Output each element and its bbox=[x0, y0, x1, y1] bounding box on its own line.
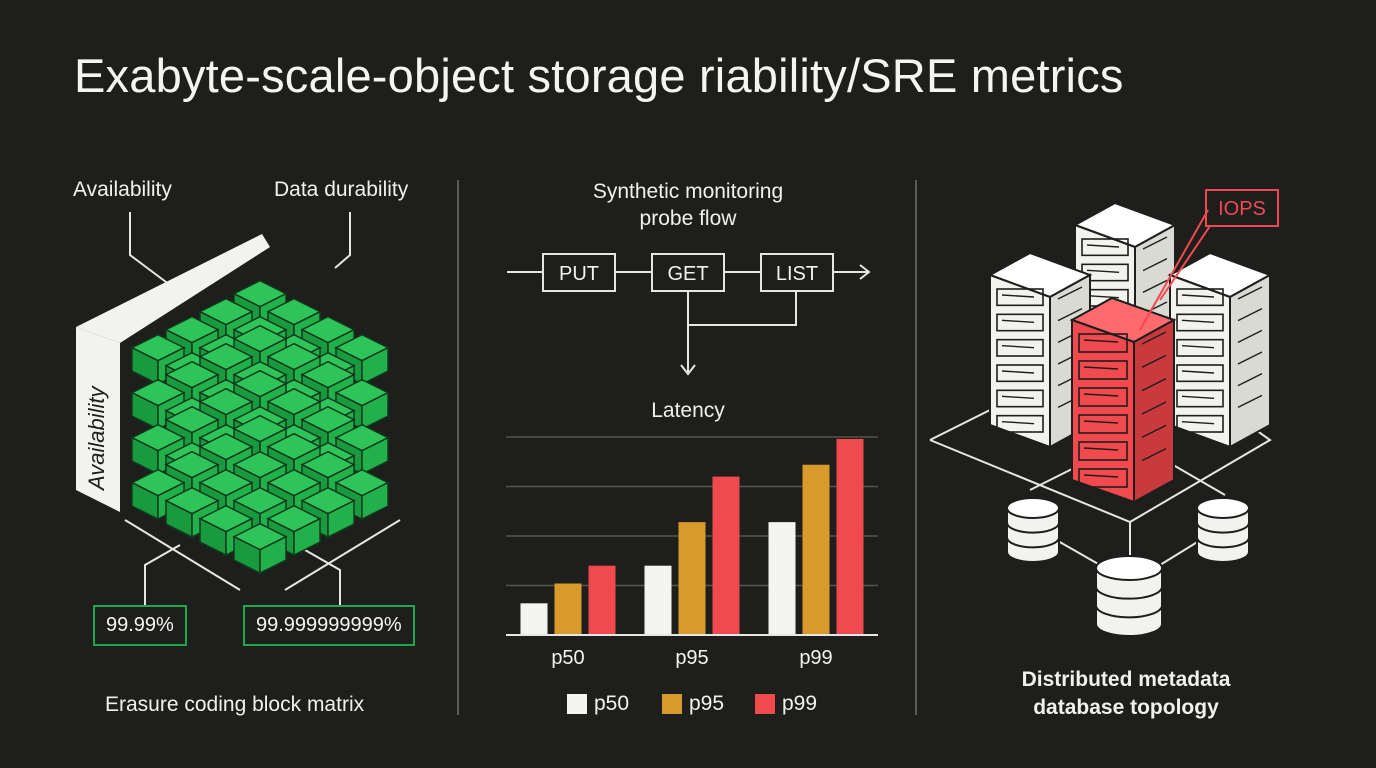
flow-step-box bbox=[651, 253, 725, 292]
bar-p95-p99 bbox=[802, 464, 830, 635]
durability-label: Data durability bbox=[274, 178, 409, 201]
availability-vertical-label: Availability bbox=[84, 384, 109, 492]
database-center bbox=[1095, 555, 1163, 637]
availability-panel-side bbox=[76, 327, 120, 512]
legend-item-p95: p95 bbox=[662, 692, 724, 716]
server-rack-right bbox=[1167, 251, 1273, 449]
erasure-block bbox=[334, 423, 390, 476]
legend-label-p99: p99 bbox=[782, 692, 818, 715]
probe-flow-title: Synthetic monitoring probe flow bbox=[548, 178, 828, 232]
server-rack-group bbox=[987, 201, 1273, 504]
flow-step-put: PUT bbox=[559, 263, 599, 285]
server-rack-left bbox=[987, 251, 1093, 449]
bar-p50-p99 bbox=[768, 522, 796, 635]
durability-badge: 99.999999999% bbox=[243, 605, 415, 646]
chart-x-tick-labels: p50 p95 p99 bbox=[551, 647, 832, 669]
badge-right-leader-line bbox=[304, 549, 341, 605]
bar-p99-p50 bbox=[588, 565, 616, 635]
base-line-left bbox=[124, 519, 241, 591]
page-title: Exabyte-scale-object storage riability/S… bbox=[74, 49, 1124, 102]
database-group bbox=[1006, 497, 1250, 637]
bar-p99-p95 bbox=[712, 476, 740, 635]
flow-step-get: GET bbox=[667, 263, 708, 285]
legend-item-p50: p50 bbox=[567, 692, 629, 716]
erasure-block-grid bbox=[130, 279, 390, 575]
availability-panel-top bbox=[76, 234, 270, 343]
flow-step-list: LIST bbox=[776, 263, 818, 285]
divider-right bbox=[915, 180, 917, 715]
bar-p95-p50 bbox=[554, 583, 582, 635]
flow-step-box bbox=[760, 253, 834, 292]
durability-leader-line bbox=[334, 212, 351, 269]
probe-flow-title-line2: probe flow bbox=[639, 207, 737, 230]
database-left bbox=[1006, 497, 1060, 563]
legend-label-p95: p95 bbox=[689, 692, 725, 715]
topology-network-lines bbox=[929, 338, 1272, 566]
availability-label: Availability bbox=[73, 178, 172, 201]
database-right bbox=[1196, 497, 1250, 563]
server-rack-back bbox=[1072, 201, 1178, 399]
bar-p50-p95 bbox=[644, 565, 672, 635]
erasure-coding-caption: Erasure coding block matrix bbox=[105, 693, 365, 716]
chart-bars bbox=[520, 438, 864, 635]
flow-step-box bbox=[542, 253, 616, 292]
bar-p99-p99 bbox=[836, 438, 864, 635]
topology-caption-line1: Distributed metadata bbox=[1021, 668, 1231, 691]
badge-left-leader-line bbox=[144, 544, 181, 605]
x-tick-p95: p95 bbox=[675, 647, 708, 669]
erasure-coding-cube-illustration: Availability bbox=[76, 212, 401, 605]
iops-callout-box bbox=[1205, 189, 1279, 227]
legend-item-p99: p99 bbox=[755, 692, 817, 716]
legend-swatch-p50 bbox=[567, 694, 587, 714]
server-rack-primary bbox=[1069, 296, 1177, 504]
availability-badge: 99.99% bbox=[93, 605, 187, 646]
bar-p95-p95 bbox=[678, 522, 706, 635]
chart-grid bbox=[506, 436, 878, 587]
iops-leader-line-2 bbox=[1159, 225, 1211, 301]
x-tick-p50: p50 bbox=[551, 647, 584, 669]
divider-left bbox=[457, 180, 459, 715]
x-tick-p99: p99 bbox=[799, 647, 832, 669]
legend-swatch-p95 bbox=[662, 694, 682, 714]
topology-caption-line2: database topology bbox=[1033, 696, 1219, 719]
erasure-block bbox=[130, 468, 186, 521]
availability-leader-line bbox=[129, 212, 171, 286]
topology-caption: Distributed metadata database topology bbox=[996, 666, 1256, 722]
erasure-block bbox=[334, 333, 390, 386]
base-line-right bbox=[284, 519, 401, 591]
latency-chart-title: Latency bbox=[651, 399, 725, 422]
iops-callout-label: IOPS bbox=[1218, 198, 1266, 220]
iops-leader-line-1 bbox=[1139, 209, 1209, 331]
erasure-block bbox=[232, 522, 288, 575]
legend-swatch-p99 bbox=[755, 694, 775, 714]
legend-label-p50: p50 bbox=[594, 692, 630, 715]
probe-flow-title-line1: Synthetic monitoring bbox=[592, 180, 784, 203]
bar-p50-p50 bbox=[520, 603, 548, 635]
